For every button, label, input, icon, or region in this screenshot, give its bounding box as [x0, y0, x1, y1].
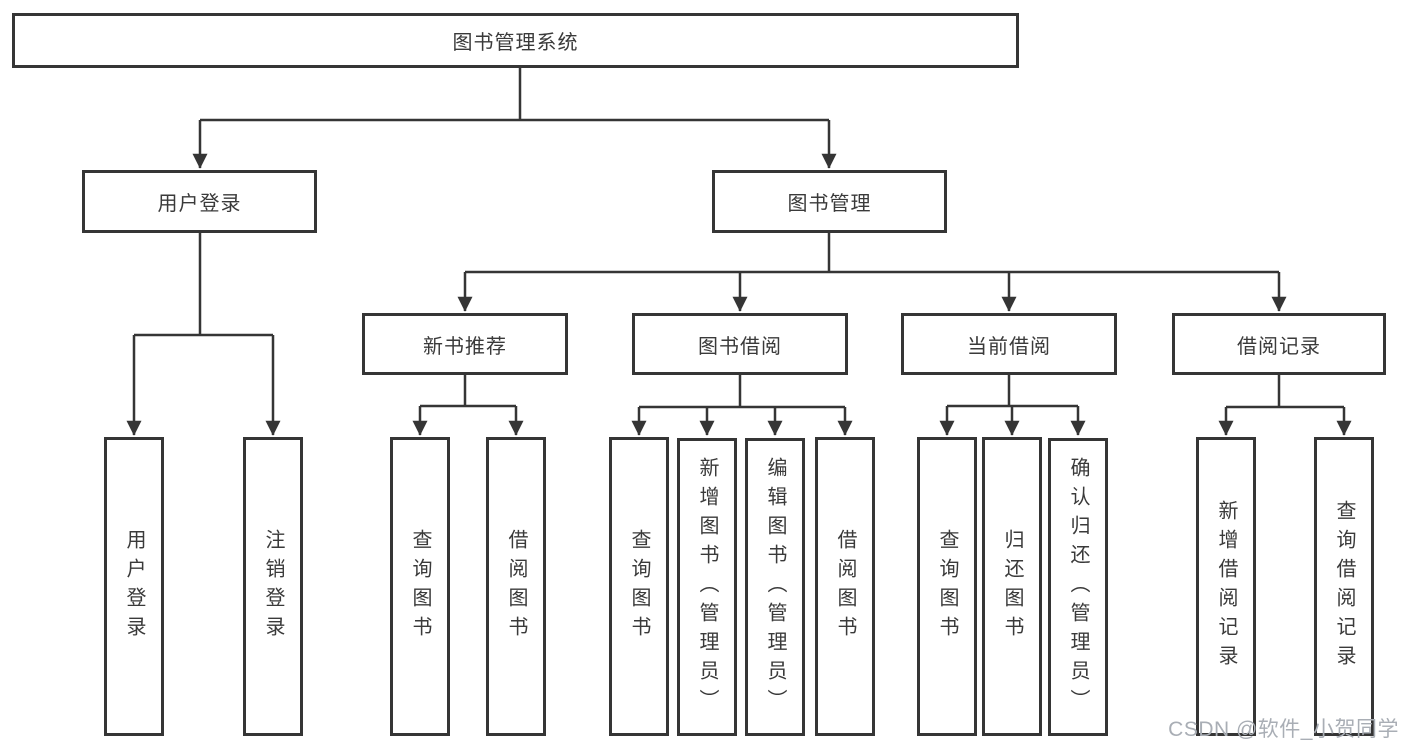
leaf-current-return-books-label: 归还图书 [1001, 528, 1023, 645]
node-user-login: 用户登录 [82, 170, 317, 233]
leaf-borrow-add-books-admin: 新增图书（管理员） [677, 438, 737, 736]
leaf-newbook-query-books: 查询图书 [390, 437, 450, 736]
leaf-current-query-books: 查询图书 [917, 437, 977, 736]
csdn-watermark: CSDN @软件_小贺同学 [1168, 718, 1399, 741]
node-book-management-label: 图书管理 [787, 193, 872, 215]
leaf-records-add-record-label: 新增借阅记录 [1215, 499, 1237, 674]
leaf-borrow-edit-books-admin-label: 编辑图书（管理员） [764, 456, 786, 718]
leaf-newbook-borrow-books: 借阅图书 [486, 437, 546, 736]
leaf-borrow-edit-books-admin: 编辑图书（管理员） [745, 438, 805, 736]
leaf-newbook-query-books-label: 查询图书 [409, 528, 431, 645]
node-book-management: 图书管理 [712, 170, 947, 233]
node-borrow-records: 借阅记录 [1172, 313, 1386, 375]
node-current-borrow-label: 当前借阅 [967, 335, 1051, 358]
leaf-current-confirm-return-admin: 确认归还（管理员） [1048, 438, 1108, 736]
leaf-records-add-record: 新增借阅记录 [1196, 437, 1256, 736]
node-new-book-recommend-label: 新书推荐 [423, 335, 507, 358]
leaf-current-confirm-return-admin-label: 确认归还（管理员） [1067, 456, 1089, 718]
leaf-borrow-borrow-books: 借阅图书 [815, 437, 875, 736]
node-user-login-label: 用户登录 [157, 193, 242, 215]
leaf-user-login: 用户登录 [104, 437, 164, 736]
node-new-book-recommend: 新书推荐 [362, 313, 568, 375]
node-book-borrow-label: 图书借阅 [698, 335, 782, 358]
leaf-borrow-query-books: 查询图书 [609, 437, 669, 736]
leaf-current-return-books: 归还图书 [982, 437, 1042, 736]
leaf-borrow-query-books-label: 查询图书 [628, 528, 650, 645]
leaf-records-query-record: 查询借阅记录 [1314, 437, 1374, 736]
leaf-records-query-record-label: 查询借阅记录 [1333, 499, 1355, 674]
node-root: 图书管理系统 [12, 13, 1019, 68]
leaf-newbook-borrow-books-label: 借阅图书 [505, 528, 527, 645]
node-borrow-records-label: 借阅记录 [1237, 335, 1321, 358]
node-current-borrow: 当前借阅 [901, 313, 1117, 375]
leaf-logout: 注销登录 [243, 437, 303, 736]
leaf-user-login-label: 用户登录 [123, 528, 145, 645]
node-book-borrow: 图书借阅 [632, 313, 848, 375]
leaf-borrow-borrow-books-label: 借阅图书 [834, 528, 856, 645]
node-root-label: 图书管理系统 [452, 32, 579, 54]
leaf-current-query-books-label: 查询图书 [936, 528, 958, 645]
leaf-logout-label: 注销登录 [262, 528, 284, 645]
leaf-borrow-add-books-admin-label: 新增图书（管理员） [696, 456, 718, 718]
